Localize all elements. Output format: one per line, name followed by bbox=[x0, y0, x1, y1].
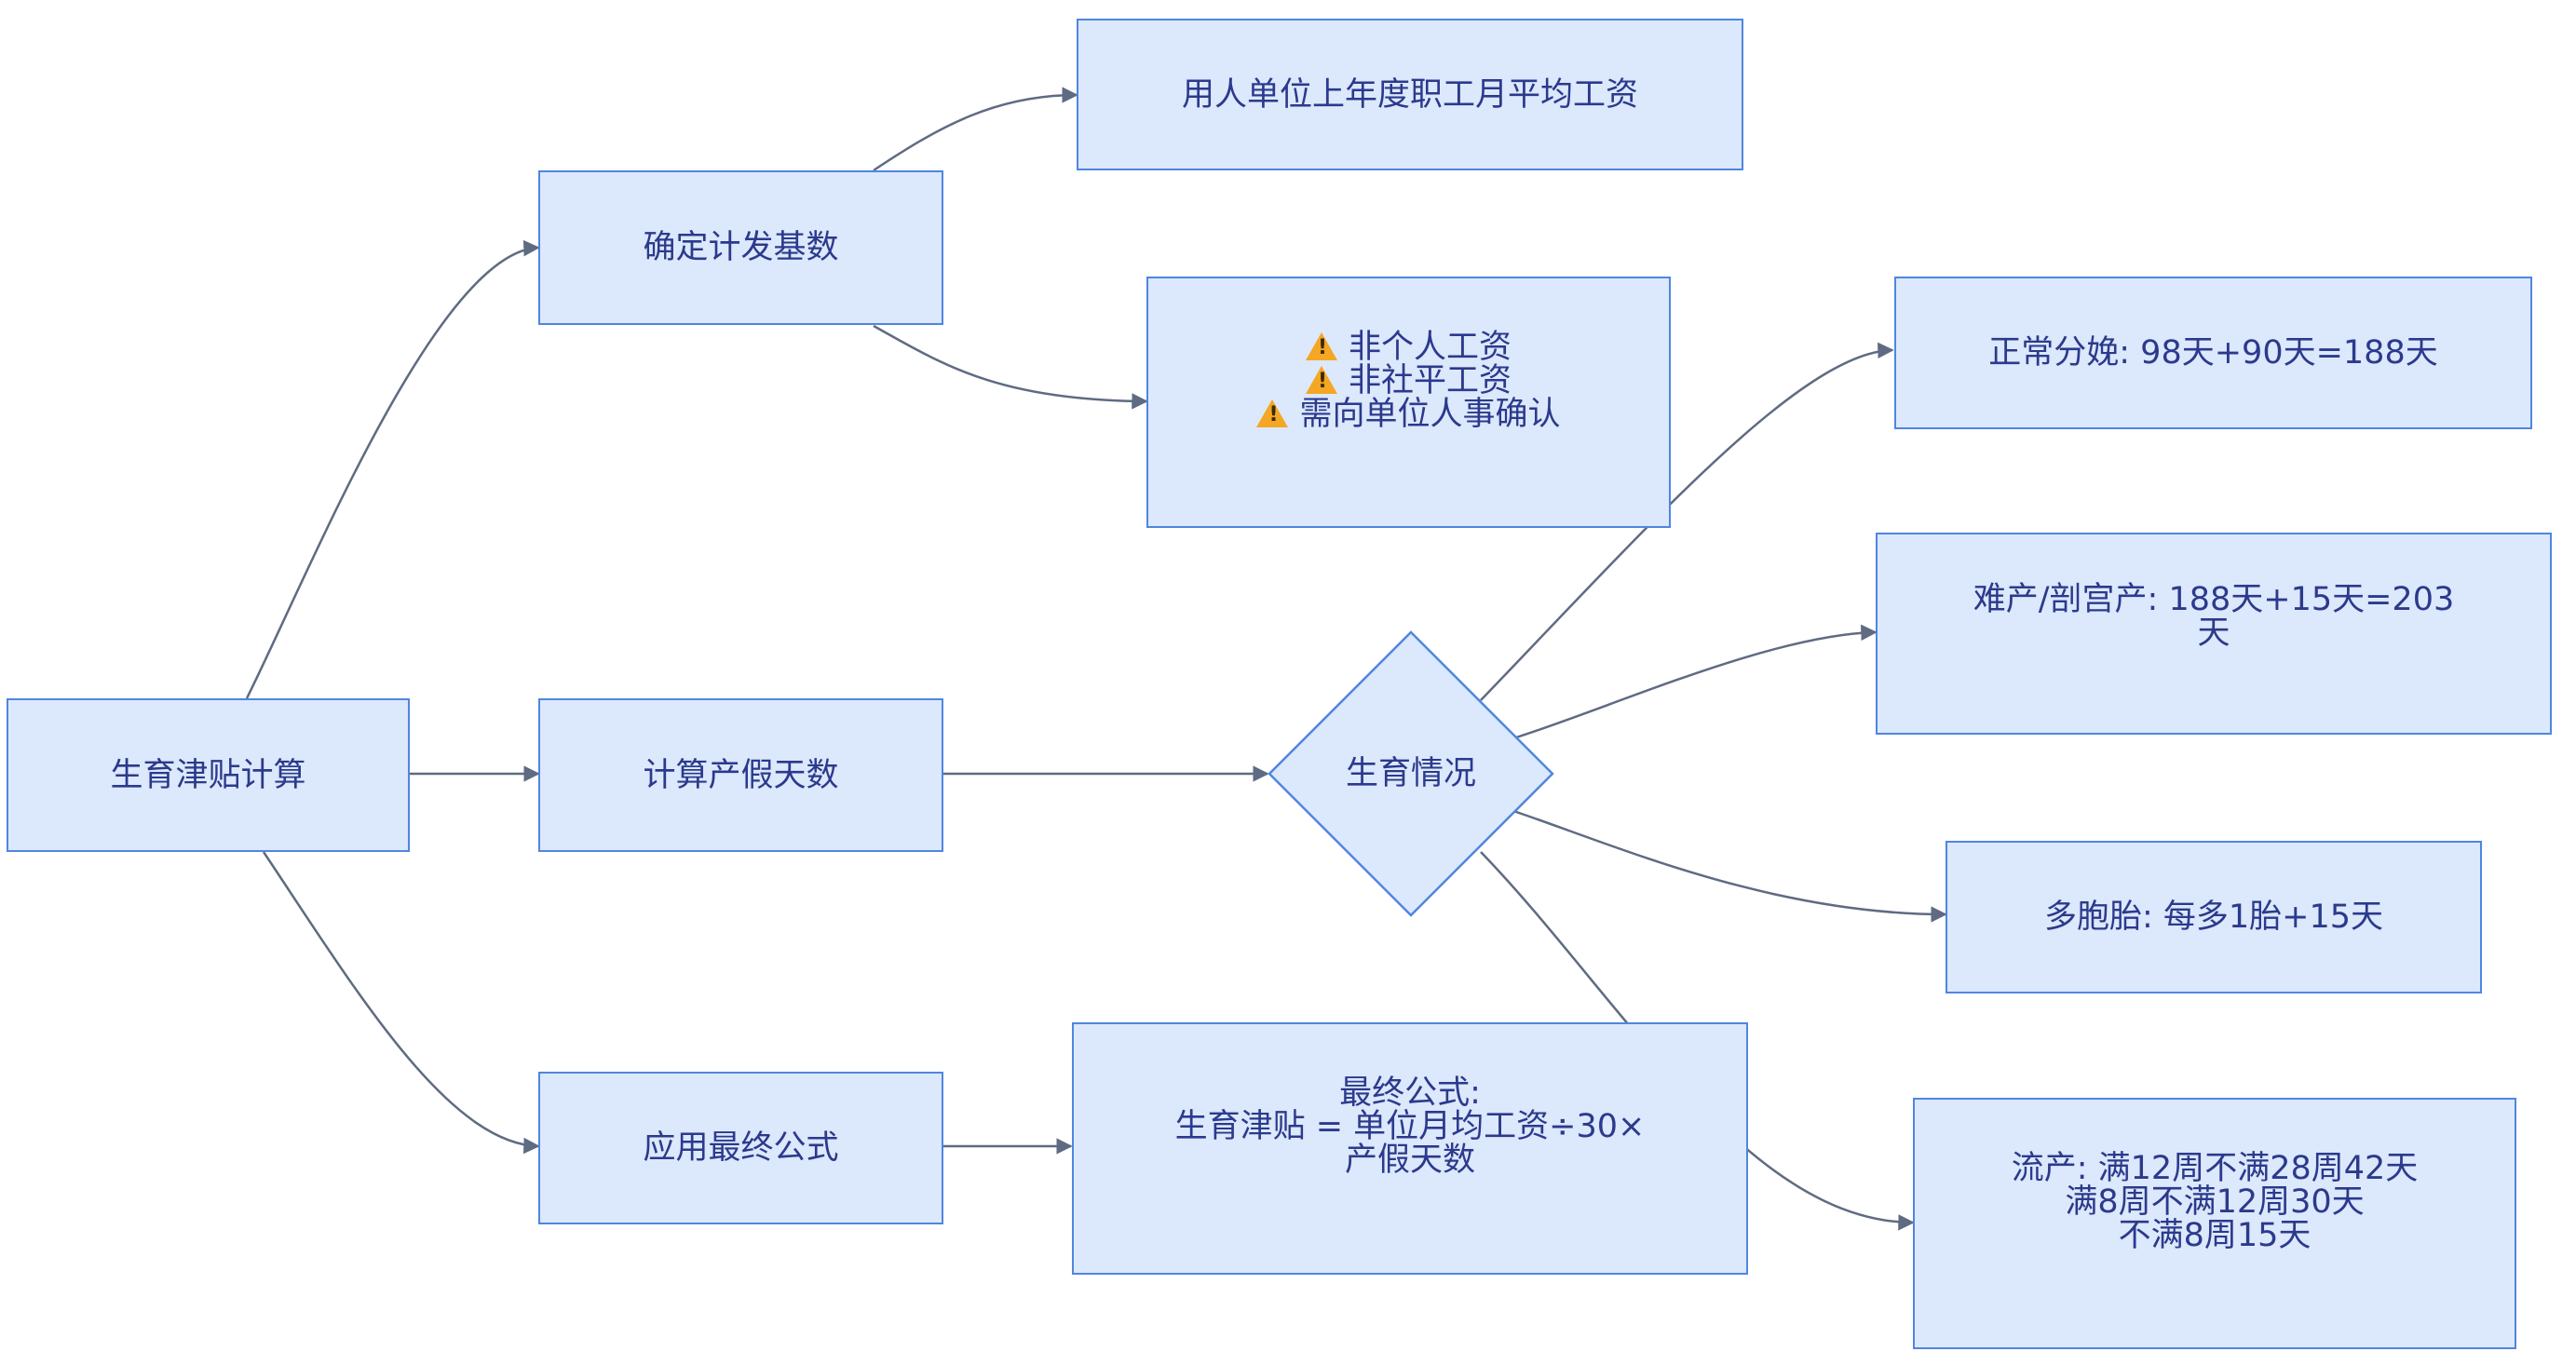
warning-icon bbox=[1256, 399, 1289, 427]
warning-text: 非个人工资 bbox=[1348, 329, 1512, 366]
decision-diamond bbox=[1268, 630, 1554, 917]
node-avg-salary: 用人单位上年度职工月平均工资 bbox=[1077, 19, 1743, 170]
node-miscarriage-text: 流产: 满12周不满28周42天 满8周不满12周30天 不满8周15天 bbox=[2012, 1152, 2419, 1252]
node-avg-salary-label: 用人单位上年度职工月平均工资 bbox=[1181, 75, 1638, 114]
edge-base-warn bbox=[873, 324, 1148, 410]
node-root: 生育津贴计算 bbox=[7, 698, 410, 852]
edge-base-avg bbox=[873, 87, 1078, 172]
node-normal-label: 正常分娩: 98天+90天=188天 bbox=[1988, 334, 2438, 372]
node-formula: 应用最终公式 bbox=[538, 1072, 943, 1224]
warning-item: 需向单位人事确认 bbox=[1256, 396, 1561, 433]
node-root-label: 生育津贴计算 bbox=[110, 756, 306, 794]
warning-text: 非社平工资 bbox=[1348, 362, 1512, 399]
node-hard-labor: 难产/剖宫产: 188天+15天=203 天 bbox=[1876, 533, 2552, 735]
edge-situation-normal bbox=[1480, 342, 1894, 701]
node-formula-label: 应用最终公式 bbox=[643, 1129, 839, 1167]
node-hard-labor-text: 难产/剖宫产: 188天+15天=203 天 bbox=[1973, 583, 2455, 650]
node-final-formula-line: 最终公式: bbox=[1339, 1074, 1481, 1112]
node-days-label: 计算产假天数 bbox=[643, 756, 839, 794]
node-miscarriage-line: 满8周不满12周30天 bbox=[2065, 1183, 2365, 1221]
node-final-formula-text: 最终公式: 生育津贴 = 单位月均工资÷30× 产假天数 bbox=[1175, 1076, 1646, 1177]
edge-root-base bbox=[245, 239, 540, 699]
warning-item: 非社平工资 bbox=[1256, 364, 1560, 398]
warning-text: 需向单位人事确认 bbox=[1299, 396, 1561, 433]
node-miscarriage-line: 不满8周15天 bbox=[2118, 1217, 2312, 1254]
node-warnings: 非个人工资 非社平工资 需向单位人事确认 bbox=[1146, 277, 1671, 528]
node-days: 计算产假天数 bbox=[538, 698, 943, 852]
warning-icon bbox=[1305, 332, 1337, 360]
warnings-list: 非个人工资 非社平工资 需向单位人事确认 bbox=[1256, 331, 1561, 433]
node-base-label: 确定计发基数 bbox=[643, 229, 839, 266]
node-final-formula-line: 产假天数 bbox=[1344, 1142, 1475, 1179]
node-situation-label: 生育情况 bbox=[1345, 755, 1476, 792]
warning-icon bbox=[1305, 366, 1337, 394]
edge-situation-hard bbox=[1512, 624, 1878, 740]
warning-item: 非个人工资 bbox=[1256, 331, 1560, 364]
node-hard-labor-line: 天 bbox=[2197, 615, 2230, 652]
node-multi-label: 多胞胎: 每多1胎+15天 bbox=[2043, 899, 2384, 936]
node-miscarriage-line: 流产: 满12周不满28周42天 bbox=[2011, 1150, 2419, 1187]
node-hard-labor-line: 难产/剖宫产: 188天+15天=203 bbox=[1973, 581, 2455, 618]
node-multi: 多胞胎: 每多1胎+15天 bbox=[1946, 841, 2482, 993]
node-base: 确定计发基数 bbox=[538, 170, 943, 325]
node-final-formula: 最终公式: 生育津贴 = 单位月均工资÷30× 产假天数 bbox=[1072, 1022, 1748, 1275]
edge-root-formula bbox=[262, 851, 540, 1155]
node-miscarriage: 流产: 满12周不满28周42天 满8周不满12周30天 不满8周15天 bbox=[1913, 1098, 2516, 1349]
node-final-formula-line: 生育津贴 = 单位月均工资÷30× bbox=[1174, 1108, 1646, 1145]
edge-situation-multi bbox=[1512, 809, 1947, 923]
node-normal: 正常分娩: 98天+90天=188天 bbox=[1894, 277, 2532, 429]
